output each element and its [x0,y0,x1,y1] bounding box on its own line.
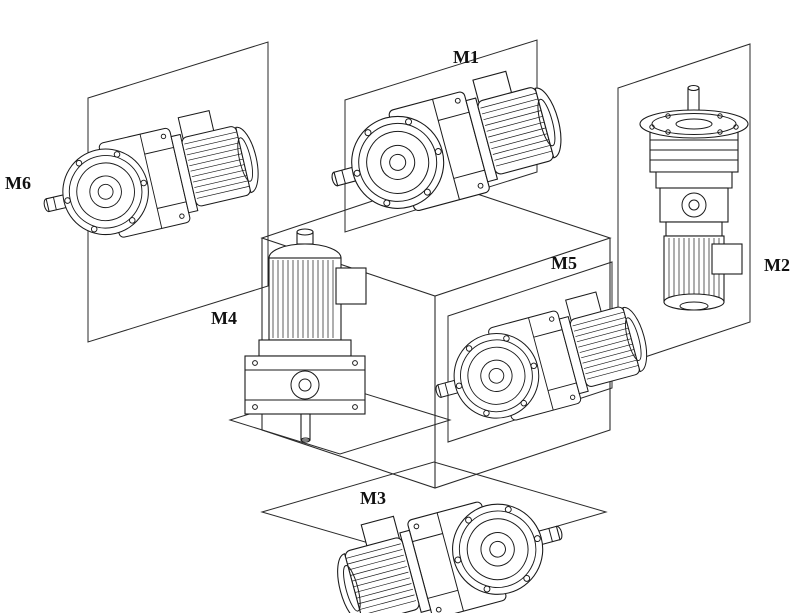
label-m5: M5 [551,253,577,273]
label-m1: M1 [453,47,479,67]
gearmotor-m4 [244,228,367,443]
gearmotor-m6 [31,102,268,254]
label-m4: M4 [211,308,237,328]
gearmotor-m1 [316,60,573,231]
label-m2: M2 [764,255,790,275]
gearmotor-m2 [639,84,749,311]
label-m3: M3 [360,488,386,508]
mounting-plane-m2 [617,43,751,367]
label-m6: M6 [5,173,31,193]
gearmotor-m5 [421,282,657,439]
